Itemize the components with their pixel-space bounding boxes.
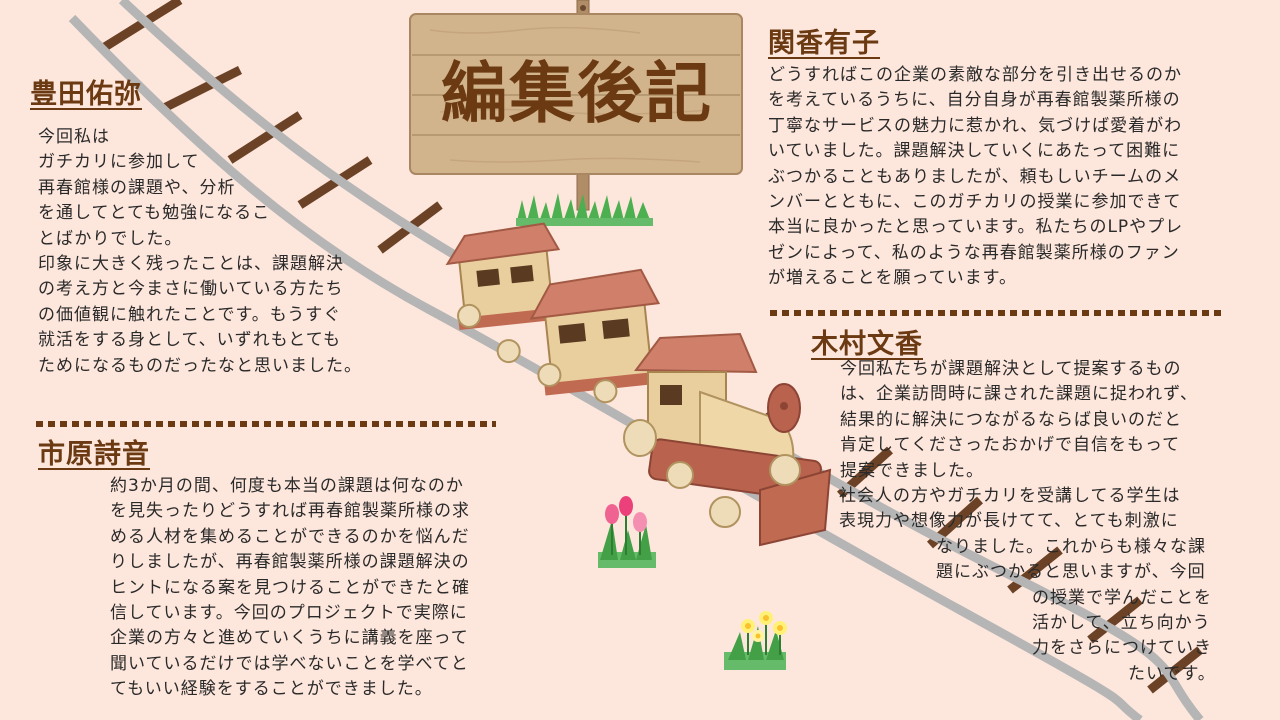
railway-sleeper (97, 0, 183, 54)
comment-line: ヒントになる案を見つけることができたと確 (110, 577, 470, 598)
comment-line: 力をさらにつけていき (1032, 638, 1212, 659)
comment-line: りしましたが、再春館製薬所様の課題解決の (110, 552, 470, 573)
comment-line: を見失ったりどうすれば再春館製薬所様の求 (110, 501, 470, 522)
grass-tuft-icon (516, 193, 653, 226)
comment-line: 活かして、立ち向かう (1032, 613, 1211, 634)
comment-line: いていました。課題解決していくにあたって困難に (768, 141, 1181, 162)
author-name-ichihara: 市原詩音 (38, 439, 150, 470)
comment-line: 聞いているだけでは学べないことを学べてと (110, 653, 469, 674)
tulip-flowers-icon (598, 496, 656, 568)
comment-line: の価値観に触れたことです。もうすぐ (38, 304, 342, 325)
comment-line: 丁寧なサービスの魅力に惹かれ、気づけば愛着がわ (768, 115, 1183, 136)
comment-line: なりました。これからも様々な課 (936, 536, 1206, 557)
author-name-kimura: 木村文香 (811, 329, 923, 360)
toy-wooden-train (445, 222, 832, 547)
author-comment-toyoda: 今回私はガチカリに参加して再春館様の課題や、分析を通してとても勉強になることばか… (38, 125, 362, 379)
comment-line: が増えることを願っています。 (768, 268, 1017, 289)
comment-line: の考え方と今まさに働いている方たち (38, 279, 344, 300)
author-name-seki: 関香有子 (768, 28, 880, 59)
comment-line: てもいい経験をすることができました。 (110, 679, 433, 700)
train-locomotive (623, 332, 832, 547)
comment-line: ガチカリに参加して (38, 152, 200, 173)
comment-line: 本当に良かったと思っています。私たちのLPやプレ (768, 217, 1184, 238)
comment-line: 社会人の方やガチカリを受講してる学生は (839, 486, 1181, 507)
author-comment-seki: どうすればこの企業の素敵な部分を引き出せるのかを考えているうちに、自分自身が再春… (768, 63, 1183, 292)
comment-line: 題にぶつかると思いますが、今回 (936, 562, 1206, 583)
comment-line: ためになるものだったなと思いました。 (38, 355, 362, 376)
railway-sleeper (1147, 646, 1203, 694)
comment-line: 信しています。今回のプロジェクトで実際に (110, 603, 468, 624)
comment-line: ぶつかることもありましたが、頼もしいチームのメ (768, 166, 1182, 187)
comment-line: 提案できました。 (840, 460, 984, 481)
author-name-toyoda: 豊田佑弥 (30, 79, 142, 110)
comment-line: 表現力や想像力が長けてて、とても刺激に (839, 511, 1179, 532)
comment-line: 就活をする身として、いずれもとても (38, 330, 341, 351)
comment-line: める人材を集めることができるのかを悩んだ (110, 526, 470, 547)
comment-line: 再春館様の課題や、分析 (38, 177, 236, 198)
comment-line: とばかりでした。 (38, 228, 183, 249)
comment-line: を考えているうちに、自分自身が再春館製薬所様の (768, 90, 1181, 111)
comment-line: 今回私たちが課題解決として提案するもの (840, 359, 1182, 379)
wooden-signpost (409, 0, 743, 211)
train-car-middle (496, 268, 661, 404)
comment-line: 今回私は (38, 127, 110, 147)
comment-line: を通してとても勉強になるこ (38, 203, 271, 224)
comment-line: どうすればこの企業の素敵な部分を引き出せるのか (768, 65, 1182, 85)
railway-sleeper (157, 65, 243, 115)
comment-line: ンバーとともに、このガチカリの授業に参加できて (768, 192, 1182, 213)
comment-line: 肯定してくださったおかげで自信をもって (840, 435, 1181, 456)
comment-line: は、企業訪問時に課された課題に捉われず、 (840, 384, 1198, 405)
author-comment-kimura: 今回私たちが課題解決として提案するものは、企業訪問時に課された課題に捉われず、結… (839, 357, 1216, 687)
comment-line: の授業で学んだことを (1032, 587, 1212, 608)
author-comment-ichihara: 約3か月の間、何度も本当の課題は何なのかを見失ったりどうすれば再春館製薬所様の求… (110, 474, 470, 703)
comment-line: 結果的に解決につながるならば良いのだと (840, 409, 1182, 430)
railway-sleeper (1087, 596, 1143, 644)
comment-line: 約3か月の間、何度も本当の課題は何なのか (110, 476, 464, 496)
comment-line: 企業の方々と進めていくうちに講義を座って (110, 628, 469, 649)
comment-line: ゼンによって、私のような再春館製薬所様のファン (768, 242, 1180, 263)
daffodil-flowers-icon (724, 611, 787, 670)
railway-sleeper (227, 111, 303, 164)
sign-title: 編集後記 (441, 54, 713, 132)
comment-line: たいです。 (1128, 663, 1216, 684)
comment-line: 印象に大きく残ったことは、課題解決 (38, 254, 344, 275)
